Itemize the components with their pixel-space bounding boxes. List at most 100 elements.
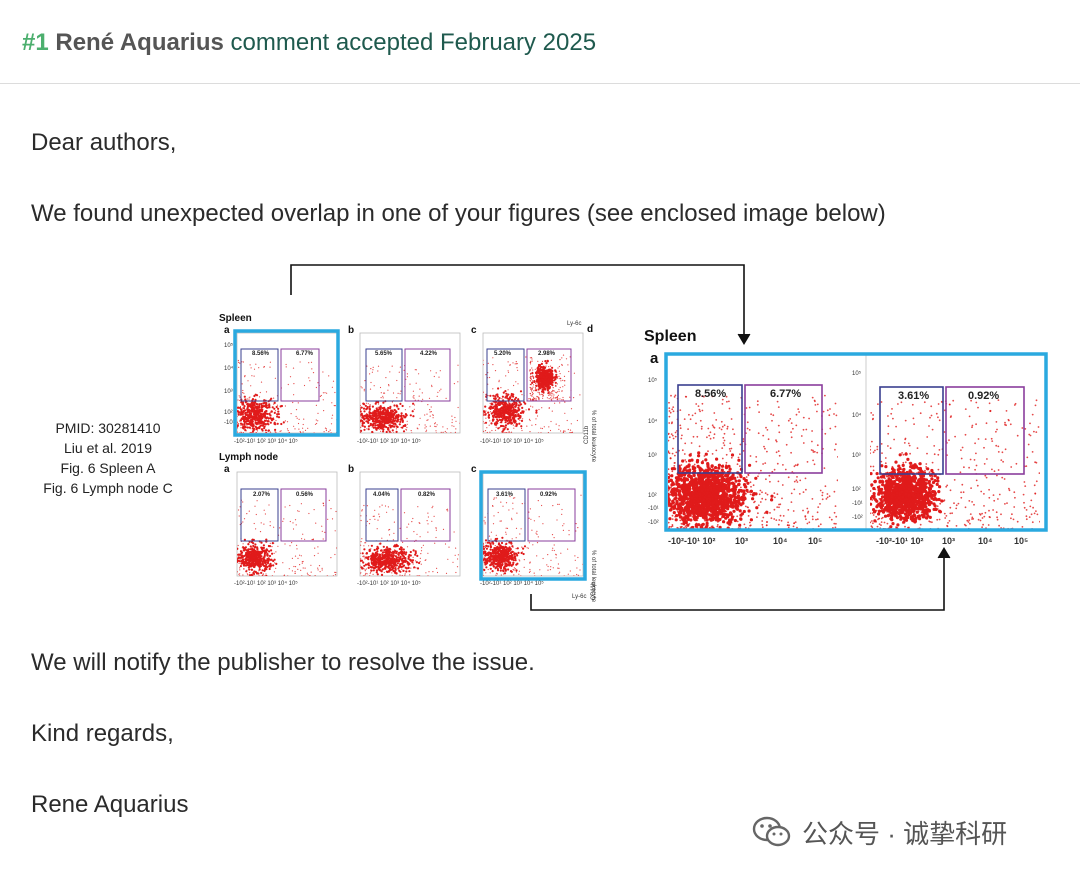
scatter-dot xyxy=(239,560,242,563)
scatter-dot xyxy=(529,431,531,433)
scatter-dot xyxy=(556,383,558,385)
scatter-dot xyxy=(432,414,434,416)
scatter-dot xyxy=(240,555,242,557)
scatter-dot xyxy=(291,557,293,560)
scatter-dot xyxy=(239,420,241,422)
scatter-dot xyxy=(409,574,411,576)
scatter-dot xyxy=(247,407,249,409)
scatter-dot xyxy=(237,410,239,413)
scatter-dot xyxy=(538,385,540,387)
scatter-dot xyxy=(364,380,366,382)
scatter-dot xyxy=(242,392,244,394)
scatter-dot xyxy=(553,537,555,539)
gate-right xyxy=(526,348,572,402)
scatter-dot xyxy=(557,567,559,569)
comment-author[interactable]: René Aquarius xyxy=(55,29,224,56)
scatter-dot xyxy=(398,547,401,551)
gate-right-value: 6.77% xyxy=(296,351,314,357)
scatter-dot xyxy=(248,555,251,558)
scatter-dot xyxy=(540,427,542,429)
scatter-dot xyxy=(255,426,258,429)
scatter-dot xyxy=(307,427,309,429)
scatter-dot xyxy=(506,397,509,400)
scatter-dot xyxy=(424,427,426,429)
scatter-dot xyxy=(495,410,497,412)
gate-left xyxy=(365,348,403,402)
scatter-dot xyxy=(531,394,534,396)
scatter-dot xyxy=(259,420,261,422)
scatter-dot xyxy=(387,560,390,563)
scatter-dot xyxy=(503,428,506,431)
comment-number[interactable]: #1 xyxy=(22,29,49,56)
scatter-dot xyxy=(420,553,422,555)
scatter-dot xyxy=(509,561,512,565)
scatter-dot xyxy=(551,379,554,382)
scatter-dot xyxy=(365,568,367,570)
scatter-dot xyxy=(533,376,535,378)
scatter-dot xyxy=(321,530,323,532)
scatter-dot xyxy=(426,419,428,421)
scatter-dot xyxy=(552,398,554,400)
scatter-dot xyxy=(513,403,516,406)
scatter-dot xyxy=(495,552,498,555)
scatter-dot xyxy=(248,426,251,429)
scatter-dot xyxy=(501,395,504,398)
scatter-dot xyxy=(292,401,294,404)
scatter-dot xyxy=(505,402,508,405)
scatter-dot xyxy=(490,538,492,540)
scatter-dot xyxy=(265,574,268,576)
scatter-dot xyxy=(529,363,532,365)
scatter-dot xyxy=(533,520,536,522)
scatter-dot xyxy=(322,371,324,373)
scatter-dot xyxy=(261,569,264,572)
scatter-dot xyxy=(276,404,279,406)
gate-right-value: 0.92% xyxy=(540,492,558,498)
scatter-dot xyxy=(381,407,384,410)
scatter-dot xyxy=(728,467,732,471)
scatter-dot xyxy=(683,466,687,470)
scatter-dot xyxy=(442,431,444,433)
scatter-dot xyxy=(294,570,296,573)
scatter-dot xyxy=(277,407,280,410)
scatter-dot xyxy=(502,552,505,555)
scatter-dot xyxy=(522,547,525,550)
scatter-dot xyxy=(247,548,250,551)
scatter-dot xyxy=(380,418,384,421)
scatter-dot xyxy=(383,571,385,574)
lymph-row-label: Lymph node xyxy=(219,452,279,463)
scatter-dot xyxy=(737,458,741,462)
scatter-dot xyxy=(445,397,447,399)
scatter-dot xyxy=(489,552,491,554)
scatter-dot xyxy=(515,571,518,573)
scatter-dot xyxy=(321,567,323,570)
scatter-dot xyxy=(265,568,268,571)
scatter-dot xyxy=(331,386,333,388)
scatter-dot xyxy=(384,567,387,570)
gate-right-value: 2.98% xyxy=(538,351,556,357)
scatter-dot xyxy=(490,422,493,425)
scatter-dot xyxy=(720,468,724,472)
scatter-dot xyxy=(519,416,522,419)
scatter-dot xyxy=(254,398,257,401)
scatter-dot xyxy=(388,384,390,386)
scatter-dot xyxy=(300,569,302,572)
scatter-dot xyxy=(252,416,255,419)
scatter-dot xyxy=(390,427,392,429)
scatter-dot xyxy=(333,405,335,407)
scatter-dot xyxy=(241,408,243,410)
scatter-dot xyxy=(380,557,383,560)
scatter-dot xyxy=(563,523,565,525)
scatter-dot xyxy=(656,499,659,502)
scatter-dot xyxy=(393,432,395,433)
scatter-dot xyxy=(496,569,500,572)
scatter-dot xyxy=(529,377,531,379)
scatter-dot xyxy=(576,573,578,576)
scatter-dot xyxy=(553,544,555,546)
scatter-dot xyxy=(279,527,281,529)
scatter-dot xyxy=(254,505,256,507)
scatter-dot xyxy=(549,375,551,377)
scatter-dot xyxy=(314,547,316,549)
scatter-dot xyxy=(419,388,421,390)
scatter-dot xyxy=(534,371,538,374)
scatter-dot xyxy=(259,391,261,394)
